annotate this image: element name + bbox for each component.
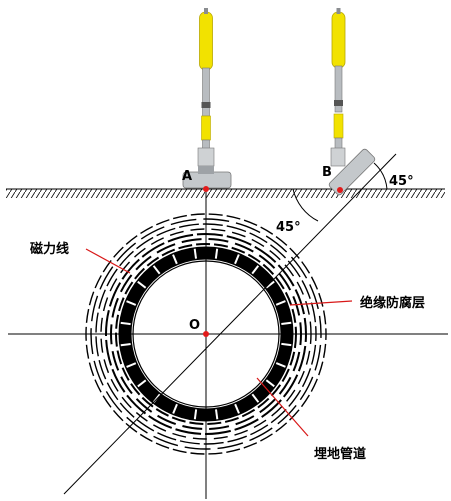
- coating-tick: [214, 409, 219, 420]
- point-a-dot: [203, 186, 209, 192]
- coating-tick: [275, 300, 286, 306]
- coating-tick: [172, 254, 178, 265]
- point-b-dot: [337, 187, 343, 193]
- coating-tick: [137, 280, 147, 289]
- coating-tick: [251, 265, 260, 275]
- ground-surface: [6, 188, 445, 198]
- angle-label-inner: 45°: [276, 220, 301, 235]
- leader-pipe: [256, 377, 309, 437]
- coating-tick: [281, 342, 292, 347]
- coating-tick: [265, 379, 275, 388]
- coating-tick: [234, 254, 240, 265]
- coating-tick: [120, 342, 131, 347]
- leader-coating: [289, 300, 353, 306]
- point-o-dot: [203, 331, 209, 337]
- diagonal-line: [63, 153, 397, 495]
- coating-tick: [251, 393, 260, 403]
- angle-arc-inner: [292, 188, 319, 222]
- coating-tick: [126, 362, 137, 368]
- probe-b: [328, 8, 376, 196]
- origin-label: O: [189, 318, 200, 333]
- point-a-label: A: [182, 169, 192, 184]
- coating-tick: [120, 321, 131, 326]
- coating-tick: [193, 409, 198, 420]
- coating-tick: [281, 321, 292, 326]
- angle-label-top: 45°: [389, 174, 414, 189]
- coating-tick: [275, 362, 286, 368]
- coating-tick: [214, 248, 219, 259]
- point-b-label: B: [322, 165, 332, 180]
- pipe-label: 埋地管道: [314, 446, 366, 462]
- coating-tick: [234, 403, 240, 414]
- coating-tick: [137, 379, 147, 388]
- coating-tick: [152, 265, 161, 275]
- magnetic-lines-label: 磁力线: [30, 241, 69, 257]
- probe-a: [182, 8, 232, 189]
- coating-label: 绝缘防腐层: [360, 295, 425, 311]
- coating-tick: [193, 248, 198, 259]
- coating-tick: [126, 300, 137, 306]
- leader-magnetic-lines: [85, 248, 131, 274]
- coating-tick: [265, 280, 275, 289]
- coating-tick: [172, 403, 178, 414]
- angle-arc-top: [373, 162, 388, 190]
